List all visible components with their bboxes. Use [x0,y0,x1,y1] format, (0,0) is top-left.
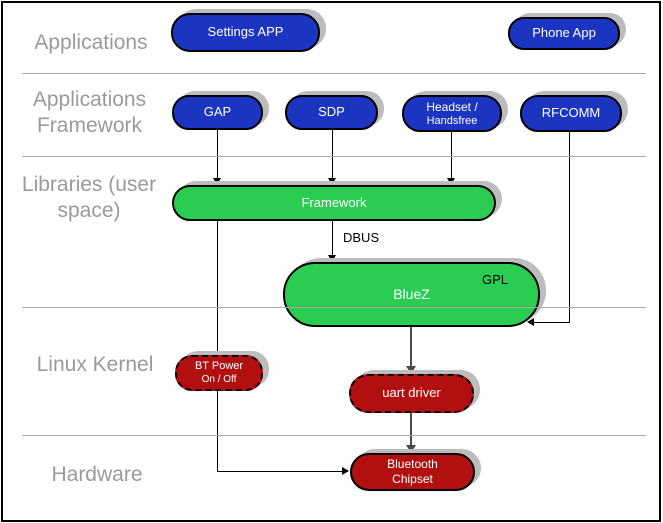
divider-kernel-hardware [22,435,646,436]
edge-headset-to-framework-line [451,132,452,178]
node-sdp-label: SDP [318,104,345,120]
edge-framework-to-chipset-hline [217,471,343,472]
edge-bluez-to-uart-arrowhead [406,366,416,374]
node-uart-driver: uart driver [349,374,474,413]
edge-uart-to-chipset-line [410,413,412,446]
gpl-license-badge: GPL [481,272,508,287]
edge-gap-to-framework-arrowhead [213,178,221,185]
node-gap: GAP [172,95,263,130]
edge-framework-to-bluez-arrowhead [328,255,336,262]
node-bt-power-line1: BT Power [194,360,244,373]
edge-rfcomm-to-bluez-hline [534,322,570,323]
node-uart-driver-label: uart driver [382,385,441,401]
node-rfcomm: RFCOMM [520,95,622,132]
node-phone-app-label: Phone App [532,25,596,41]
edge-headset-to-framework-arrowhead [447,178,455,185]
node-framework: Framework [172,185,496,221]
divider-libraries-kernel [22,307,646,308]
edge-sdp-to-framework-line [332,130,333,178]
node-headset-line2: Handsfree [426,114,478,127]
edge-rfcomm-to-bluez-arrowhead [527,318,534,326]
node-headset-line1: Headset / [426,99,478,114]
edge-gap-to-framework-line [217,130,218,178]
node-settings-app-label: Settings APP [207,24,284,40]
edge-rfcomm-to-bluez-vline [569,132,570,322]
edge-framework-to-chipset-arrowhead [342,467,349,475]
node-headset-handsfree: Headset / Handsfree [402,95,502,132]
node-bt-power: BT Power On / Off [175,355,263,391]
node-gap-label: GAP [203,104,232,120]
node-bluez: BlueZ GPL [283,262,540,327]
node-bluetooth-chipset-line2: Chipset [392,472,433,486]
node-phone-app: Phone App [508,17,620,50]
edge-sdp-to-framework-arrowhead [328,178,336,185]
node-sdp: SDP [285,95,378,130]
layer-label-hardware: Hardware [51,463,143,486]
layer-label-applications-framework: Applications Framework [32,88,147,137]
node-bluetooth-chipset: Bluetooth Chipset [350,453,475,491]
divider-applications-framework [22,73,646,74]
layer-label-applications: Applications [34,31,148,54]
node-bt-power-line2: On / Off [201,374,237,386]
edge-uart-to-chipset-arrowhead [406,445,416,453]
node-settings-app: Settings APP [171,13,320,52]
edge-bluez-to-uart-line [410,327,412,367]
divider-framework-libraries [22,156,646,157]
node-bluez-label: BlueZ [393,285,430,302]
node-bluetooth-chipset-line1: Bluetooth [387,457,438,471]
edge-framework-to-chipset-vline [217,221,218,471]
node-rfcomm-label: RFCOMM [541,105,601,121]
node-framework-label: Framework [301,194,367,210]
layer-label-libraries-user-space: Libraries (user space) [21,173,157,222]
layer-label-linux-kernel: Linux Kernel [36,353,154,376]
edge-framework-to-bluez-dbus-line [332,221,333,255]
dbus-edge-label: DBUS [343,230,380,245]
